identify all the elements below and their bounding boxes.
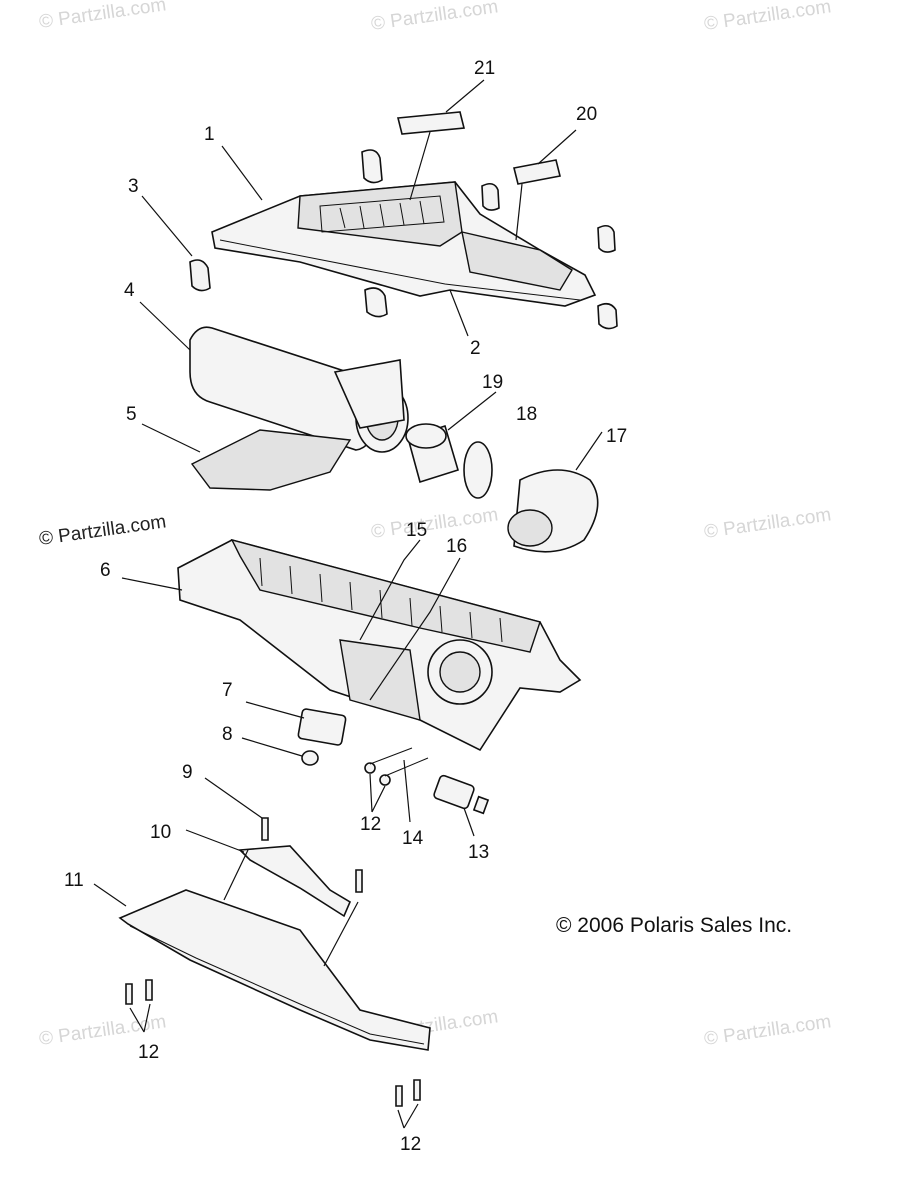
callout-12: 12: [360, 814, 381, 835]
callout-5: 5: [126, 404, 137, 425]
callout-4: 4: [124, 280, 135, 301]
check-valve: [433, 774, 490, 815]
screw-8: [301, 750, 319, 766]
callout-12: 12: [138, 1042, 159, 1063]
callout-19: 19: [482, 372, 503, 393]
copyright-notice: © 2006 Polaris Sales Inc.: [556, 914, 792, 937]
callout-13: 13: [468, 842, 489, 863]
callout-11: 11: [64, 870, 84, 891]
watermark: © Partzilla.com: [703, 504, 833, 543]
watermark: © Partzilla.com: [703, 1011, 833, 1050]
callout-3: 3: [128, 176, 139, 197]
fastener-12-left: [125, 983, 133, 1005]
fastener-12-right: [395, 1085, 403, 1107]
air-filter: [189, 326, 409, 453]
cover-clips: [189, 149, 618, 330]
intake-boot: [507, 469, 599, 553]
fastener-12-left: [145, 979, 153, 1001]
pre-filter: [190, 429, 352, 491]
callout-20: 20: [576, 104, 597, 125]
callout-10: 10: [150, 822, 171, 843]
filter-sleeve: [405, 423, 459, 484]
callout-8: 8: [222, 724, 233, 745]
airbox-cover: [211, 181, 597, 307]
fastener-12-right: [413, 1079, 421, 1101]
callout-labels: 1 2 3 4 5 6 7 8 9 10 11 12 12 12 13 14 1…: [64, 58, 627, 1155]
bracket: [238, 845, 352, 918]
watermark: © Partzilla.com: [370, 0, 500, 35]
hose-clamp: [463, 441, 493, 499]
rivet-9b: [355, 869, 363, 893]
callout-16: 16: [446, 536, 467, 557]
callout-14: 14: [402, 828, 424, 849]
callout-18: 18: [516, 404, 537, 425]
airbox-base: [177, 538, 582, 752]
callout-1: 1: [204, 124, 215, 145]
decal-20: [513, 159, 561, 185]
callout-9: 9: [182, 762, 193, 783]
watermark-main: © Partzilla.com: [38, 511, 168, 550]
callout-12: 12: [400, 1134, 421, 1155]
leader-lines: [93, 79, 603, 1129]
watermark: © Partzilla.com: [370, 504, 500, 543]
screw-12b: [379, 774, 391, 786]
callout-7: 7: [222, 680, 233, 701]
heat-shield: [118, 889, 431, 1051]
callout-21: 21: [474, 58, 495, 79]
callout-6: 6: [100, 560, 111, 581]
sensor: [297, 708, 347, 746]
spring-clip-14: [369, 747, 429, 777]
watermark: © Partzilla.com: [703, 0, 833, 35]
rivet-9: [261, 817, 269, 841]
decal-21: [396, 111, 466, 135]
callout-17: 17: [606, 426, 627, 447]
watermark: © Partzilla.com: [38, 0, 168, 33]
screw-12a: [364, 762, 376, 774]
callout-15: 15: [406, 520, 427, 541]
callout-2: 2: [470, 338, 481, 359]
